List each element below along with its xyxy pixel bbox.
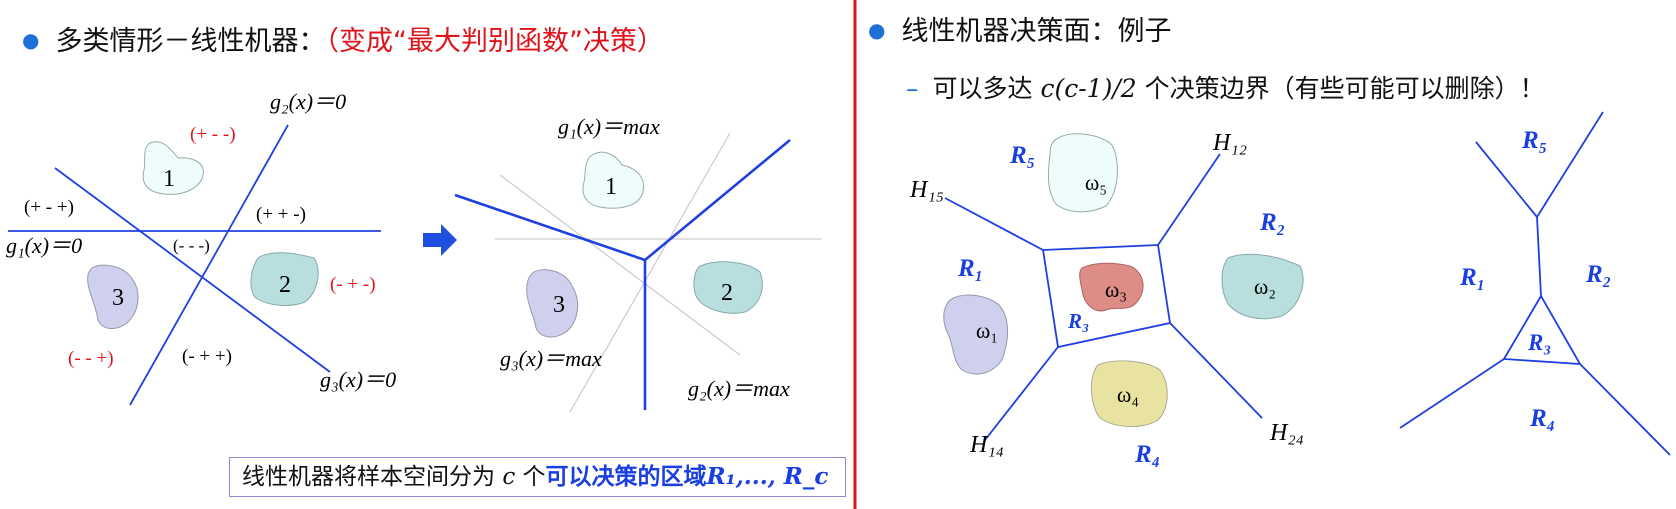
blob-1 [142,141,204,195]
r2-label: R₂ [1259,209,1285,236]
r3-label: R₃ [1067,309,1089,333]
right-title-text: 线性机器决策面：例子 [901,16,1172,47]
note-pre: 线性机器将样本空间分为 [242,464,503,490]
h12-label: H₁₂ [1212,130,1247,156]
sign-3: (+ + -) [256,204,306,225]
w3-label: ω₃ [1105,277,1127,302]
blob-3-label: 3 [112,285,124,311]
boundary-13 [454,193,646,262]
blob-2 [250,252,319,306]
h15-label: H₁₅ [909,177,944,203]
edge-r2-r4 [1579,363,1671,456]
right-subtitle-formula: c(c-1)/2 [1040,74,1137,103]
w5-label: ω₅ [1085,170,1107,195]
blob-3 [87,264,139,329]
right-subtitle: –可以多达 c(c-1)/2 个决策边界（有些可能可以删除）！ [906,76,1545,101]
h12-line [1157,153,1221,246]
note-box: 线性机器将样本空间分为 c 个可以决策的区域R₁,..., R_c [229,457,846,497]
r4-label: R₄ [1529,405,1555,432]
right-subtitle-pre: 可以多达 [932,74,1041,103]
r1-label: R₁ [1459,264,1485,291]
left-title-highlight: （变成“最大判别函数”决策） [325,26,664,57]
blob-2-label: 2 [279,272,291,298]
edge-r1-r2 [1536,216,1542,297]
diagram3: ω₅ ω₃ ω₂ ω₁ ω₄ H₁₅ H₁₂ H₁₄ H₂₄ R₅ R₂ R₁ … [909,130,1304,468]
note-regions: R₁,..., R_c [706,463,829,490]
r5-label: R₅ [1009,142,1035,169]
dash-icon: – [906,74,919,103]
blob-3-label: 3 [553,292,565,318]
r1-label: R₁ [957,255,983,282]
blob-2-label: 2 [721,280,733,306]
r2-label: R₂ [1585,261,1611,288]
boundary-12 [644,138,791,262]
eq-g3: g₃(x)＝0 [320,367,396,392]
grey-line-2 [569,132,731,413]
note-blue: 可以决策的区域 [545,464,707,490]
note-c: c [502,464,516,490]
blob-w4 [1091,360,1168,428]
sign-1: (+ - -) [190,124,236,145]
r4-label: R₄ [1134,441,1160,468]
blob-3 [526,269,579,338]
blob-1 [582,151,644,209]
blob-w5 [1047,133,1118,213]
eq-g2-max: g₂(x)＝max [688,376,790,401]
line-g2 [129,124,289,406]
r3-label: R₃ [1527,330,1551,355]
diagram1: 1 2 3 g₂(x)＝0 g₁(x)＝0 g₃(x)＝0 (+ - -) (+… [6,89,396,406]
h14-line [984,346,1059,441]
edge-r5-right [1536,111,1604,218]
h15-line [944,197,1044,251]
h14-label: H₁₄ [969,432,1004,458]
eq-g1-max: g₁(x)＝max [558,114,660,139]
blob-1-label: 1 [605,174,617,200]
sign-7: (- + +) [182,346,232,367]
sign-4: (- - -) [173,236,210,255]
blob-w3 [1079,262,1144,312]
sign-5: (- + -) [330,274,376,295]
blob-w1 [943,294,1008,375]
eq-g2: g₂(x)＝0 [270,89,346,114]
bullet-icon: ● [868,18,886,42]
eq-g1: g₁(x)＝0 [6,233,82,258]
eq-g3-max: g₃(x)＝max [500,346,602,371]
diagram2: 1 2 3 g₁(x)＝max g₃(x)＝max g₂(x)＝max [454,114,822,413]
w2-label: ω₂ [1254,274,1276,299]
edge-r5-left [1475,141,1538,218]
grey-line-3 [499,174,741,356]
blob-2 [693,261,763,314]
left-title-main: 多类情形－线性机器： [55,26,326,57]
right-title: ● 线性机器决策面：例子 [868,18,1171,45]
h24-line [1169,322,1263,419]
r5-label: R₅ [1521,127,1547,154]
right-subtitle-post: 个决策边界（有些可能可以删除）！ [1136,74,1545,103]
edge-r1-r4 [1399,358,1505,429]
diagram4: R₅ R₁ R₂ R₃ R₄ [1399,111,1671,456]
blob-1-label: 1 [163,166,175,192]
h24-label: H₂₄ [1269,420,1304,446]
left-title: ● 多类情形－线性机器：（变成“最大判别函数”决策） [22,28,664,55]
w4-label: ω₄ [1117,382,1139,407]
region-r3-triangle [1502,294,1582,366]
sign-6: (- - +) [68,348,114,369]
bullet-icon: ● [22,28,40,52]
note-mid: 个 [515,464,546,490]
line-g3 [54,167,331,373]
arrow-right-icon [423,224,457,256]
blob-w2 [1221,253,1304,320]
sign-2: (+ - +) [24,197,74,218]
w1-label: ω₁ [976,318,998,343]
